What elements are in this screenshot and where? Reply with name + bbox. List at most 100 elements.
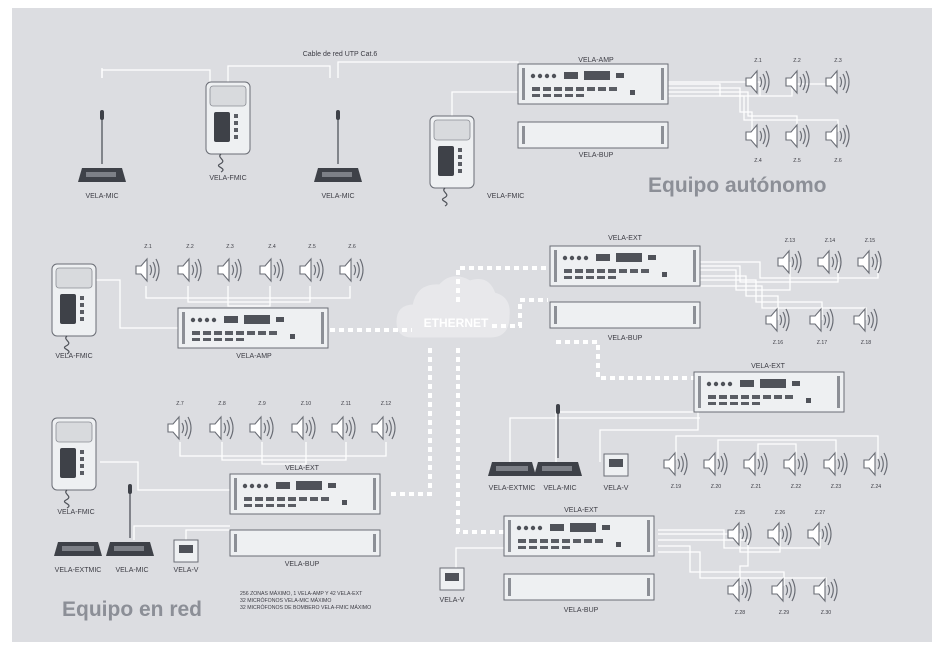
net-amp-zones: Z.1 Z.2 Z.3 Z.4 Z.5 Z.6 — [135, 244, 364, 282]
vela-ext-device — [229, 473, 381, 515]
net-ext-mid-right-zones: Z.19 Z.20 Z.21 Z.22 Z.23 Z.24 — [663, 452, 888, 490]
zone-label: Z.25 — [735, 510, 745, 516]
zone-label: Z.1 — [754, 58, 762, 64]
zone-label: Z.16 — [773, 340, 783, 346]
vela-v-device — [173, 539, 199, 563]
zone-label: Z.3 — [834, 58, 842, 64]
speaker-icon — [745, 124, 770, 148]
speaker-icon — [777, 250, 802, 274]
ethernet-label: ETHERNET — [424, 316, 489, 330]
zone-label: Z.8 — [218, 401, 226, 407]
vela-bup-device — [503, 573, 655, 601]
vela-ext-device — [549, 245, 701, 287]
speaker-icon — [823, 452, 848, 476]
cable-wires — [92, 61, 879, 586]
zone-label: Z.26 — [775, 510, 785, 516]
vela-fmic-device — [205, 81, 251, 173]
vela-fmic-device — [51, 417, 97, 509]
zone-label: Z.12 — [381, 401, 391, 407]
speaker-icon — [771, 578, 796, 602]
speaker-icon — [783, 452, 808, 476]
vela-ext-device — [503, 515, 655, 557]
device-label: VELA-V — [604, 485, 629, 492]
zone-label: Z.14 — [825, 238, 835, 244]
device-label: VELA-EXT — [564, 507, 599, 514]
speaker-icon — [331, 416, 356, 440]
vela-fmic-device — [51, 263, 97, 355]
device-label: VELA-MIC — [543, 485, 576, 492]
device-label: VELA-MIC — [321, 193, 354, 200]
vela-fmic-device — [429, 115, 475, 207]
device-label: VELA-MIC — [85, 193, 118, 200]
vela-mic-device — [105, 483, 155, 557]
zone-label: Z.23 — [831, 484, 841, 490]
zone-label: Z.1 — [144, 244, 152, 250]
vela-mic-device — [533, 403, 583, 477]
zone-label: Z.3 — [226, 244, 234, 250]
speaker-icon — [167, 416, 192, 440]
zone-label: Z.4 — [268, 244, 276, 250]
speaker-icon — [765, 308, 790, 332]
speaker-icon — [825, 124, 850, 148]
device-label: VELA-BUP — [608, 335, 643, 342]
vela-bup-device — [517, 121, 669, 149]
speaker-icon — [371, 416, 396, 440]
autonomous-zones: Z.1 Z.2 Z.3 Z.4 Z.5 Z.6 — [745, 58, 850, 164]
speaker-icon — [785, 124, 810, 148]
speaker-icon — [863, 452, 888, 476]
speaker-icon — [299, 258, 324, 282]
device-label: VELA-V — [174, 567, 199, 574]
speaker-icon — [339, 258, 364, 282]
vela-extmic-device — [54, 542, 102, 556]
net-ext-top-right-zones: Z.13 Z.14 Z.15 Z.16 Z.17 Z.18 — [765, 238, 882, 346]
speaker-icon — [825, 70, 850, 94]
device-label: VELA-BUP — [564, 607, 599, 614]
speaker-icon — [727, 578, 752, 602]
speaker-icon — [177, 258, 202, 282]
zone-label: Z.20 — [711, 484, 721, 490]
speaker-icon — [853, 308, 878, 332]
speaker-icon — [209, 416, 234, 440]
speaker-icon — [259, 258, 284, 282]
speaker-icon — [767, 522, 792, 546]
vela-mic-device — [313, 109, 363, 183]
ethernet-links — [330, 266, 694, 534]
device-label: VELA-BUP — [285, 561, 320, 568]
zone-label: Z.11 — [341, 401, 351, 407]
vela-extmic-device — [488, 462, 536, 476]
device-label: VELA-AMP — [236, 353, 272, 360]
speaker-icon — [217, 258, 242, 282]
vela-mic-device — [77, 109, 127, 183]
zone-label: Z.6 — [348, 244, 356, 250]
vela-bup-device — [549, 301, 701, 329]
speaker-icon — [249, 416, 274, 440]
device-label: VELA-BUP — [579, 152, 614, 159]
speaker-icon — [703, 452, 728, 476]
autonomous-title: Equipo autónomo — [648, 174, 826, 197]
network-note: 32 MICRÓFONOS VELA-MIC MÁXIMO — [240, 597, 331, 604]
zone-label: Z.5 — [308, 244, 316, 250]
ethernet-cloud: ETHERNET — [396, 276, 510, 338]
speaker-icon — [291, 416, 316, 440]
zone-label: Z.18 — [861, 340, 871, 346]
vela-v-device — [439, 567, 465, 591]
device-label: VELA-FMIC — [487, 193, 524, 200]
zone-label: Z.30 — [821, 610, 831, 616]
device-label: VELA-EXTMIC — [489, 485, 536, 492]
device-label: VELA-EXTMIC — [55, 567, 102, 574]
device-label: VELA-FMIC — [55, 353, 92, 360]
speaker-icon — [743, 452, 768, 476]
net-ext-bottom-right-zones: Z.25 Z.26 Z.27 Z.28 Z.29 Z.30 — [727, 510, 838, 616]
vela-amp-device — [517, 63, 669, 105]
speaker-icon — [135, 258, 160, 282]
speaker-icon — [807, 522, 832, 546]
device-label: VELA-FMIC — [209, 175, 246, 182]
speaker-icon — [813, 578, 838, 602]
zone-label: Z.22 — [791, 484, 801, 490]
zone-label: Z.4 — [754, 158, 762, 164]
zone-label: Z.15 — [865, 238, 875, 244]
device-label: VELA-EXT — [285, 465, 320, 472]
speaker-icon — [745, 70, 770, 94]
zone-label: Z.17 — [817, 340, 827, 346]
